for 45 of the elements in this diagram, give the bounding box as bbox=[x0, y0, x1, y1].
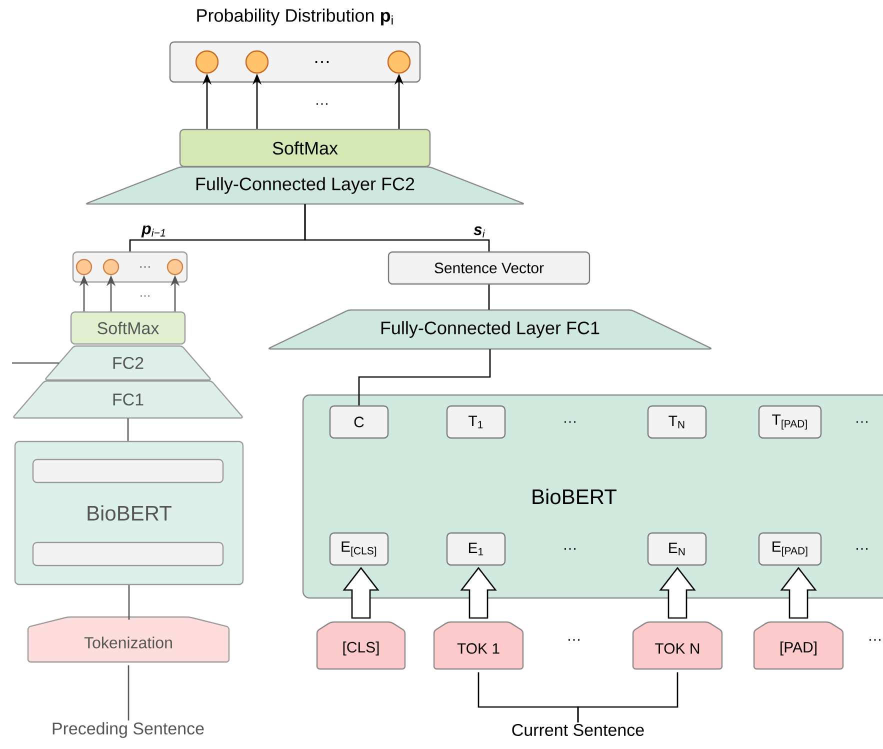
layer-caption: Probability Distribution p$_{i}$ bbox=[197, 8, 393, 26]
neuron-circle bbox=[102, 258, 120, 276]
arrow bbox=[342, 566, 380, 619]
neuron-circle bbox=[387, 50, 411, 74]
embedding-box: E$_{N}$ bbox=[647, 532, 707, 566]
softmax-box: SoftMax bbox=[70, 311, 186, 345]
softmax-box: SoftMax bbox=[179, 128, 431, 168]
arrow bbox=[659, 566, 696, 619]
neuron-circle bbox=[76, 258, 92, 276]
ellipsis: … bbox=[564, 548, 576, 550]
neuron-circle bbox=[245, 50, 269, 74]
token-output-box: T$_{N}$ bbox=[647, 405, 707, 439]
ellipsis: … bbox=[856, 421, 868, 423]
token-box: TOK 1 bbox=[433, 621, 524, 670]
layer-bar bbox=[32, 458, 224, 484]
input-label: Preceding Sentence bbox=[52, 722, 204, 738]
layer-trapezoid: Fully-Connected Layer FC1 bbox=[268, 309, 712, 350]
ellipsis: … bbox=[316, 103, 328, 105]
token-box: [PAD] bbox=[753, 621, 844, 670]
edge-label: p$_{i−1}$ bbox=[140, 224, 168, 239]
embedding-box: E$_{[PAD]}$ bbox=[758, 532, 822, 566]
token-output-box: T$_{1}$ bbox=[446, 405, 506, 439]
layer-trapezoid: FC2 bbox=[45, 345, 211, 381]
layer-bar bbox=[32, 542, 224, 566]
token-output-box: T$_{[PAD]}$ bbox=[758, 405, 822, 439]
edge-label: s$_{i}$ bbox=[472, 225, 487, 239]
neuron-circle bbox=[166, 258, 184, 276]
vector-box: Sentence Vector bbox=[388, 251, 590, 285]
arrow bbox=[460, 566, 497, 619]
embedding-box: E$_{[CLS]}$ bbox=[329, 532, 389, 566]
neuron-circle bbox=[195, 50, 219, 74]
ellipsis: … bbox=[568, 639, 580, 641]
layer-trapezoid: Fully-Connected Layer FC2 bbox=[86, 166, 524, 205]
token-output-box: C bbox=[329, 405, 389, 439]
ellipsis: … bbox=[870, 639, 880, 641]
input-box: Tokenization bbox=[27, 616, 230, 663]
ellipsis: … bbox=[564, 421, 576, 423]
input-label: Current Sentence bbox=[512, 724, 644, 736]
embedding-box: E$_{1}$ bbox=[446, 532, 506, 566]
token-box: TOK N bbox=[632, 621, 723, 670]
arrow bbox=[780, 566, 817, 619]
layer-trapezoid: FC1 bbox=[13, 380, 243, 419]
ellipsis: … bbox=[856, 548, 868, 550]
ellipsis: … bbox=[140, 295, 150, 297]
token-box: [CLS] bbox=[316, 621, 406, 670]
